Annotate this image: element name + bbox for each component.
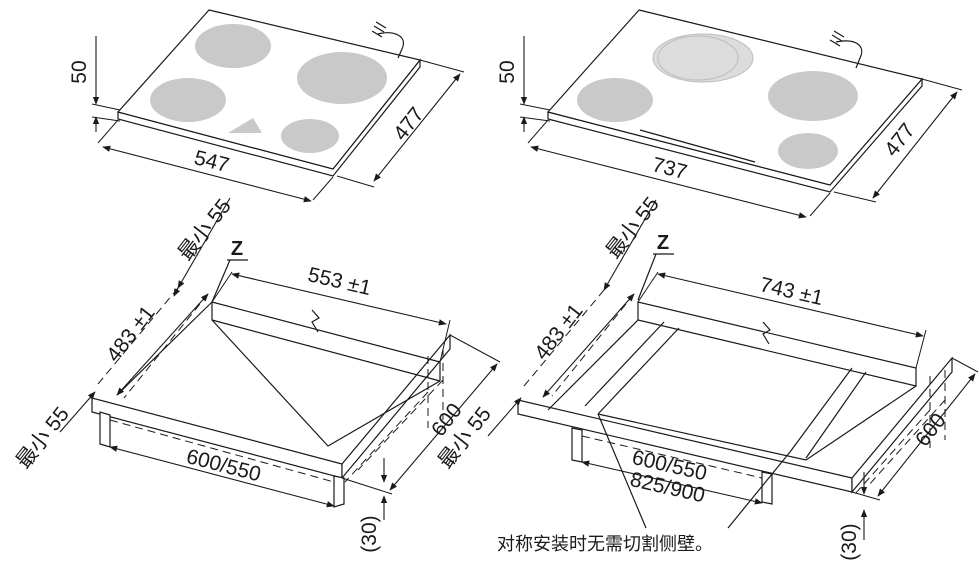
- left-cutout: Z 553 ±1 483 ±1 最小 55 最小 55: [12, 195, 501, 553]
- right-cutout-min-back-dimension: 最小 55: [602, 193, 664, 291]
- right-cabinet-leg-front-left: [571, 427, 583, 463]
- left-cutout-width-dimension: 553 ±1: [211, 263, 451, 363]
- left-cutout-rear-edge: [211, 301, 441, 381]
- left-cutout-min-side-label: 最小 55: [12, 403, 74, 473]
- right-edge-clearance-dimension: (30): [838, 472, 868, 561]
- left-hob-cable: [377, 32, 404, 59]
- right-inner-right-panel: [789, 367, 867, 459]
- left-cutout-min-back-label: 最小 55: [174, 195, 236, 265]
- right-cutout-z-marker: Z: [657, 232, 669, 254]
- right-edge-clearance-label: (30): [838, 523, 861, 560]
- right-cutout-z-leader: [637, 253, 657, 301]
- left-hob-zone-back-left: [195, 24, 271, 68]
- right-cutout-depth-label: 483 ±1: [530, 300, 588, 365]
- left-hob-width-label: 547: [192, 146, 232, 177]
- left-hob-control-panel: [228, 118, 262, 133]
- right-cutout-min-back-label: 最小 55: [602, 193, 664, 263]
- right-hob-cable-plug: [829, 30, 845, 47]
- right-inner-left-panel: [584, 321, 680, 415]
- left-cutout-z-marker: Z: [231, 238, 243, 260]
- right-cutout-depth-dimension: 483 ±1: [530, 293, 635, 398]
- left-hob-zone-front-left: [150, 78, 226, 122]
- right-cutout-width-label: 743 ±1: [758, 273, 826, 310]
- right-cutout-rear-edge: [637, 301, 917, 387]
- right-hob-zone-front-left: [577, 78, 653, 122]
- right-hob-width-label: 737: [650, 153, 690, 184]
- right-hob-height-dimension: 50: [496, 36, 551, 132]
- left-cutout-width-label: 553 ±1: [306, 263, 374, 300]
- right-counter-depth-dimension: 600: [851, 357, 979, 501]
- left-hob-height-label: 50: [68, 60, 91, 83]
- left-hob-depth-label: 477: [389, 103, 429, 145]
- left-hob: 50 547 477: [68, 9, 465, 203]
- right-hob: 50 737 477: [496, 9, 963, 219]
- left-cutout-depth-dimension: 483 ±1: [102, 293, 209, 396]
- right-hob-height-label: 50: [496, 60, 519, 83]
- left-hob-zone-back-right: [297, 52, 387, 104]
- left-hob-width-dimension: 547: [97, 119, 334, 203]
- left-cabinet-leg-front-left: [99, 411, 111, 448]
- left-hob-zone-front-right: [281, 119, 339, 153]
- left-cabinet-leg-front-right: [333, 475, 345, 508]
- right-cutout: Z 743 ±1 483 ±1 最小 55 最小 55 6: [434, 193, 979, 561]
- right-hob-zone-back-left-inner: [657, 35, 739, 81]
- left-hob-height-dimension: 50: [68, 36, 121, 132]
- installation-note: 对称安装时无需切割侧壁。: [497, 534, 713, 555]
- right-hob-zone-back-right: [768, 71, 858, 121]
- left-cutout-z-leader: [211, 259, 231, 303]
- note-leader-right: [727, 451, 791, 529]
- right-hob-zone-front-right: [778, 133, 838, 169]
- left-cutout-min-side-dimension: 最小 55: [12, 391, 96, 473]
- left-edge-clearance-label: (30): [358, 515, 381, 552]
- note-leader-left: [597, 413, 647, 529]
- right-cabinet-dashed-front: [581, 435, 763, 479]
- left-edge-clearance-dimension: (30): [358, 458, 388, 553]
- left-hob-glass-top: [116, 9, 422, 170]
- left-cutout-opening: [211, 302, 441, 447]
- left-hob-cable-plug: [371, 21, 387, 38]
